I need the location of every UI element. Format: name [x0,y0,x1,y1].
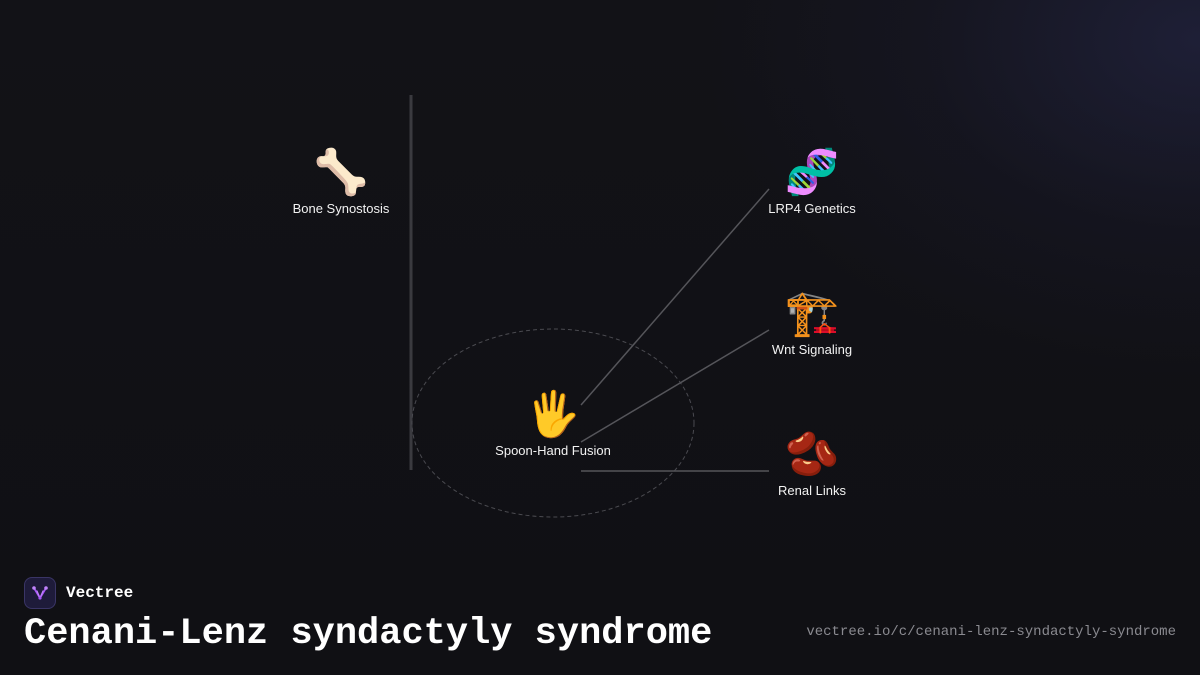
center-focus-ellipse [411,328,695,518]
bone-icon: 🦴 [313,147,369,198]
node-label: Spoon-Hand Fusion [495,443,611,458]
node-label: Bone Synostosis [292,201,390,216]
brand[interactable]: Vectree [24,577,133,609]
dna-icon: 🧬 [784,147,840,198]
node-lrp4-genetics[interactable]: 🧬 LRP4 Genetics [732,147,892,216]
node-label: Renal Links [778,483,846,498]
hand-icon: 🖐️ [525,389,581,440]
node-spoon-hand-fusion[interactable]: 🖐️ Spoon-Hand Fusion [473,389,633,458]
beans-icon: 🫘 [784,429,840,480]
page-url[interactable]: vectree.io/c/cenani-lenz-syndactyly-synd… [806,624,1176,640]
brand-name: Vectree [66,584,134,602]
page-title: Cenani-Lenz syndactyly syndrome [24,613,713,655]
node-renal-links[interactable]: 🫘 Renal Links [732,429,892,498]
node-label: LRP4 Genetics [768,201,856,216]
node-bone-synostosis[interactable]: 🦴 Bone Synostosis [261,147,421,216]
node-label: Wnt Signaling [771,342,853,357]
construction-crane-icon: 🏗️ [784,288,840,339]
node-wnt-signaling[interactable]: 🏗️ Wnt Signaling [732,288,892,357]
edge-center-lrp4 [580,188,770,406]
edge-center-wnt [580,329,770,443]
vectree-logo-icon [24,577,56,609]
